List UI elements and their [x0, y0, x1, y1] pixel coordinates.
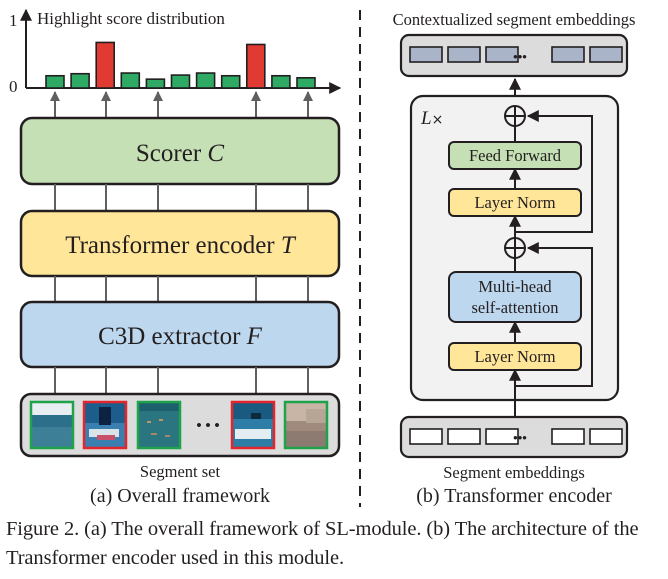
segment-embedding-cell	[551, 428, 585, 445]
segment-thumbnail-beach	[283, 400, 329, 450]
scorer-box	[19, 116, 341, 186]
figure-caption: Figure 2. (a) The overall framework of S…	[6, 518, 639, 569]
add-icon-bottom	[504, 237, 526, 259]
contextualized-embeddings-label: Contextualized segment embeddings	[393, 10, 636, 29]
transformer-label: Transformer encoder T	[65, 232, 297, 259]
bar	[120, 72, 141, 89]
normal-frame	[29, 400, 75, 450]
self-attention-label-line2: self-attention	[471, 298, 558, 317]
segment-set-label: Segment set	[140, 462, 221, 481]
bar	[220, 74, 241, 89]
module-transformer-encoder: Transformer encoder T	[19, 209, 341, 278]
bar	[296, 77, 316, 89]
panel-b-transformer-encoder: Contextualized segment embeddings ••• L×	[393, 10, 636, 507]
self-attention-block: Multi-head self-attention	[448, 271, 582, 323]
segment-thumbnail-surfer	[82, 400, 128, 450]
module-c3d-extractor: C3D extractor F	[19, 300, 341, 369]
module-scorer: Scorer C	[19, 116, 341, 186]
segment-embeddings-label: Segment embeddings	[443, 463, 585, 482]
contextualized-embedding-cell	[485, 46, 519, 63]
layer-norm-bottom-block: Layer Norm	[448, 342, 582, 371]
segment-thumbnail-ocean-horizon	[29, 400, 75, 450]
output-embedding-cells	[409, 46, 623, 63]
residual-connection-top	[515, 110, 593, 233]
transformer-box	[19, 209, 341, 278]
segment-set: • • •	[19, 392, 341, 458]
contextualized-embedding-cell	[589, 46, 623, 63]
contextualized-embedding-cell	[409, 46, 443, 63]
input-ellipsis: •••	[513, 430, 527, 445]
repeat-label: L×	[420, 108, 443, 129]
y-tick-bottom: 0	[9, 77, 18, 96]
y-tick-top: 1	[9, 11, 18, 30]
segment-embedding-cell	[485, 428, 519, 445]
segment-thumbnail-swimmers	[136, 400, 182, 450]
scorer-label: Scorer C	[136, 140, 225, 167]
segment-ellipsis: • • •	[196, 418, 219, 434]
bar-highlight	[246, 43, 266, 89]
segment-thumbnails	[29, 400, 329, 450]
segment-thumbnail-wave	[230, 400, 276, 450]
bar	[271, 74, 291, 89]
subcaption-a: (a) Overall framework	[90, 485, 270, 507]
normal-frame	[283, 400, 329, 450]
highlight-frame	[82, 400, 128, 450]
self-attention-label-line1: Multi-head	[478, 277, 552, 296]
segment-embedding-cell	[409, 428, 443, 445]
layer-norm-top-block: Layer Norm	[448, 188, 582, 217]
layer-norm-bottom-label: Layer Norm	[474, 347, 555, 366]
subcaption-b: (b) Transformer encoder	[416, 485, 612, 507]
segment-embedding-cell	[589, 428, 623, 445]
feed-forward-label: Feed Forward	[469, 146, 562, 165]
connectors-scorer-transformer	[54, 184, 309, 211]
feed-forward-block: Feed Forward	[448, 141, 582, 170]
connectors-c3d-segments	[54, 367, 309, 394]
bar	[45, 74, 65, 89]
output-ellipsis: •••	[513, 49, 527, 64]
bar	[145, 78, 166, 89]
contextualized-embedding-cell	[447, 46, 481, 63]
add-icon-top	[504, 105, 526, 127]
bars-group	[45, 41, 316, 89]
segment-embedding-cell	[447, 428, 481, 445]
bar-highlight	[95, 41, 115, 89]
layer-norm-top-label: Layer Norm	[474, 193, 555, 212]
bar	[70, 72, 90, 89]
c3d-box	[19, 300, 341, 369]
highlight-frame	[230, 400, 276, 450]
score-arrows	[50, 91, 313, 117]
c3d-label: C3D extractor F	[98, 323, 263, 350]
residual-connection-bottom	[515, 242, 593, 387]
bar	[195, 72, 216, 89]
input-embedding-cells	[409, 428, 623, 445]
panel-a-overall-framework: 1 0 Highlight score distribution Scorer …	[9, 8, 342, 507]
chart-title: Highlight score distribution	[37, 9, 225, 28]
bar	[170, 74, 191, 89]
figure: 1 0 Highlight score distribution Scorer …	[9, 8, 636, 507]
contextualized-embedding-cell	[551, 46, 585, 63]
connectors-transformer-c3d	[54, 276, 309, 302]
highlight-score-chart: 1 0 Highlight score distribution	[9, 8, 342, 96]
normal-frame	[136, 400, 182, 450]
